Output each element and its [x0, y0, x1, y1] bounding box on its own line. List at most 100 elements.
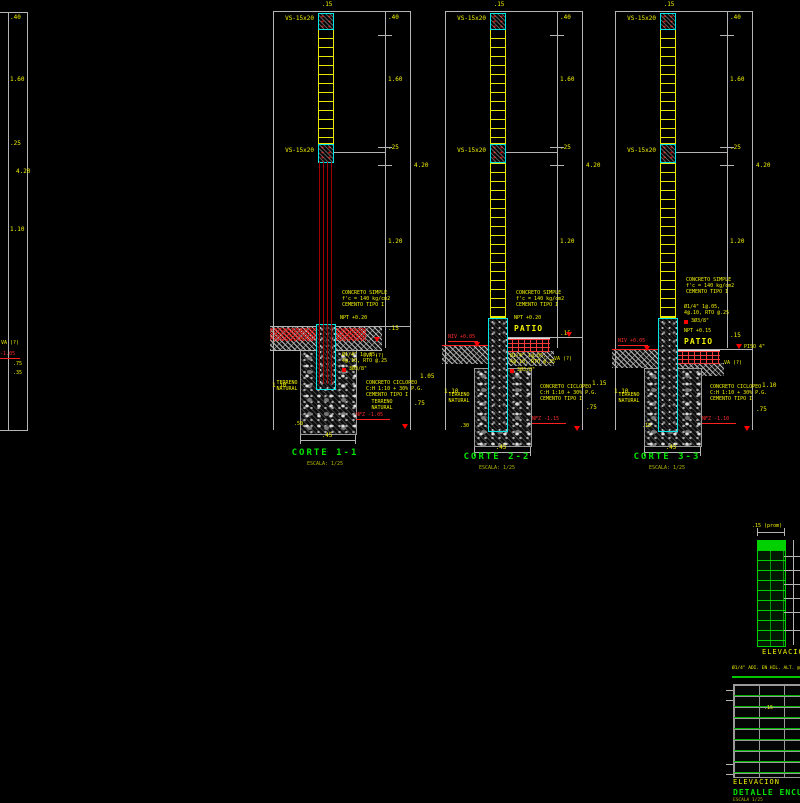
dim-line: [615, 11, 752, 12]
leader-line: [784, 584, 800, 585]
vs-beam-label: VS-15x20: [457, 15, 486, 22]
dim-tick: [757, 528, 758, 536]
dim-tick: [355, 435, 356, 444]
patio-label: PATIO: [514, 324, 544, 333]
section-scale: ESCALA: 1/25: [306, 461, 344, 467]
bars-note: 3Ø3/8": [691, 318, 710, 324]
dim-label: 4.20: [586, 162, 601, 169]
dim-tick: [300, 435, 301, 444]
cyclopean-note: CONCRETO CICLOPEO C:H 1:10 + 30% P.G. CE…: [710, 384, 768, 402]
dim-label: .45: [665, 444, 677, 451]
vs-beam-top: [318, 13, 334, 30]
floor-line: [676, 349, 753, 350]
nfz-label: NFZ -1.05: [0, 351, 16, 357]
dim-label: .15 (prom): [752, 523, 783, 529]
niv-label: NIV +0.05: [448, 334, 476, 340]
nfz-mark: [356, 419, 390, 420]
dim-line: [752, 11, 753, 430]
dim-tick: [726, 774, 733, 775]
dim-label: .40: [730, 14, 741, 21]
leader-line: [784, 612, 800, 613]
floor-slab-right: [506, 351, 554, 366]
cyclopean-note: CONCRETO CICLOPEO C:H 1:10 + 30% P.G. CE…: [540, 384, 598, 402]
dim-tick: [720, 165, 734, 166]
dim-label: .75: [414, 400, 425, 407]
patio-floor: [506, 338, 550, 352]
rebar-mark: [684, 320, 688, 324]
brick-column: [660, 163, 676, 318]
corte-3-section: .15 VS-15x20 VS-15x20 .40 1.60 .25 1.20 …: [612, 0, 782, 480]
dim-line: [27, 12, 28, 430]
dim-line: [300, 440, 355, 441]
detail-scale: ESCALA 1/25: [733, 798, 763, 803]
stirrup-note: Ø1/4" 1@.05, 4@.10, RTO @.25: [510, 353, 556, 365]
section-scale: ESCALA: 1/25: [478, 465, 516, 471]
nfz-mark: [702, 423, 736, 424]
vs-beam-top: [660, 13, 676, 30]
dim-line: [615, 11, 616, 430]
leader-line: [784, 630, 800, 631]
left-dimension-chain: .40 1.60 .25 4.20 1.10 VA (?) NFZ -1.05 …: [0, 0, 40, 440]
dim-label: 1.10: [444, 388, 459, 395]
floor-finish-right: [332, 328, 366, 341]
dim-label: .15: [493, 1, 505, 8]
dim-tick: [550, 147, 564, 148]
floor-slab-left: [442, 346, 488, 364]
level-label: NPT +0.15: [684, 328, 712, 334]
rebar: [327, 162, 328, 384]
dim-label: 1.05: [420, 373, 435, 380]
brick-column: [490, 163, 506, 318]
dim-line: [0, 430, 28, 431]
cyclopean-footing: [300, 350, 357, 435]
level-arrow: [736, 344, 742, 349]
dim-label: .30: [460, 423, 470, 429]
va-label: VA (?): [1, 340, 20, 346]
vs-beam-mid: [318, 144, 334, 163]
dim-label: .15: [560, 330, 571, 337]
niv-mark: [618, 345, 648, 346]
vs-beam-mid: [660, 144, 676, 163]
level-line-red: [442, 345, 488, 346]
rebar-note: Ø1/4" ADI. EN HIL. ALT. @ 2 HIL.: [732, 666, 800, 671]
level-label: NPT +0.20: [340, 315, 368, 321]
niv-label: NIV +0.05: [618, 338, 646, 344]
dim-label: 1.20: [388, 238, 403, 245]
sobrecimiento-column: [316, 324, 336, 390]
nfz-label: NFZ -1.05: [356, 412, 384, 418]
rebar-mark: [342, 368, 346, 372]
level-arrow: [374, 337, 380, 342]
dim-tick: [378, 165, 392, 166]
rebar: [331, 162, 332, 384]
dim-line: [8, 12, 9, 430]
vs-beam-mid: [490, 144, 506, 163]
dim-label: 1.60: [730, 76, 745, 83]
terrain-label-left: TERRENO NATURAL: [276, 380, 298, 392]
dim-label: 1.60: [388, 76, 403, 83]
sobrecimiento-column: [488, 318, 508, 432]
va-label: VA (?): [366, 353, 385, 359]
wall-elevation: [757, 540, 786, 647]
va-label: VA (?): [554, 356, 573, 362]
section-scale: ESCALA: 1/25: [648, 465, 686, 471]
dim-label: 4.20: [414, 162, 429, 169]
dim-label: .40: [10, 14, 21, 21]
floor-finish-left: [270, 328, 316, 341]
dim-label: .40: [560, 14, 571, 21]
vs-beam-label: VS-15x20: [457, 147, 486, 154]
dim-label: .50: [294, 421, 304, 427]
corte-1-section: .15 VS-15x20 VS-15x20 .40 1.60 .25 1.20 …: [270, 0, 440, 480]
nfz-label: NFZ -1.15: [532, 416, 560, 422]
leader-line: [784, 570, 800, 571]
dim-line: [385, 11, 386, 348]
level-arrow: [402, 424, 408, 429]
dim-label: .25: [10, 140, 21, 147]
dim-label: .45: [495, 444, 507, 451]
floor-slab-left: [612, 350, 658, 368]
dim-label: .15: [642, 423, 652, 429]
brick-column: [490, 29, 506, 144]
dim-label: .15: [388, 325, 399, 332]
vs-beam-top: [490, 13, 506, 30]
dim-tick: [644, 447, 645, 456]
dim-line: [273, 11, 274, 430]
